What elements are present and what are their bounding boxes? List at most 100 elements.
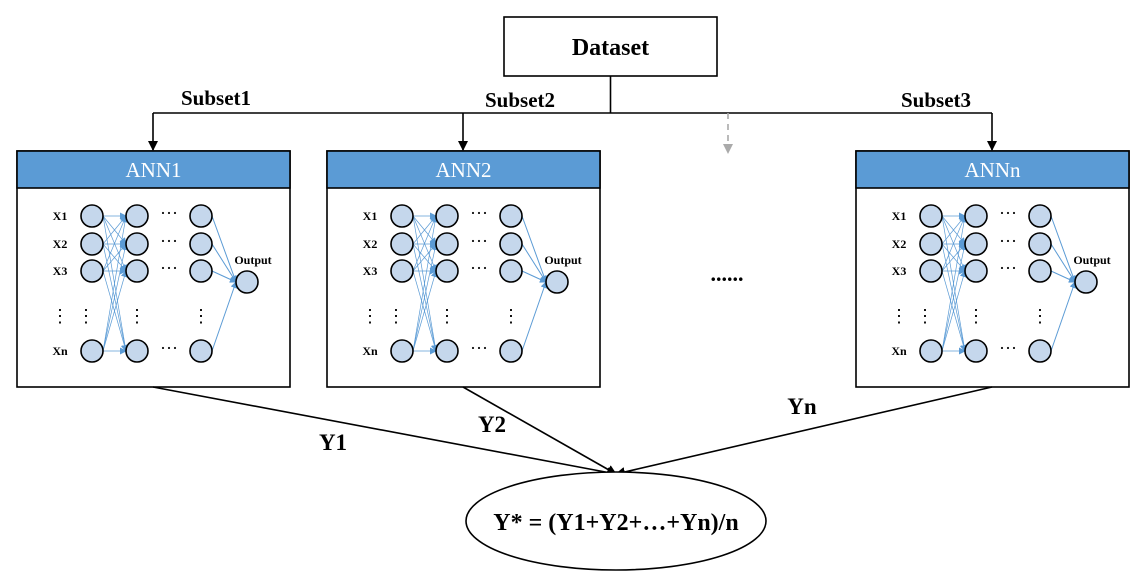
- input-node: [80, 259, 104, 283]
- layer-ellipsis: ···: [470, 338, 488, 358]
- input-label: X3: [892, 264, 907, 278]
- output-node: [1074, 270, 1098, 294]
- hidden-node: [499, 339, 523, 363]
- subset3-label: Subset3: [901, 88, 971, 112]
- input-node: [390, 204, 414, 228]
- vertical-ellipsis: ⋮: [361, 306, 379, 326]
- vertical-ellipsis: ⋮: [192, 306, 210, 326]
- vertical-ellipsis: ⋮: [916, 306, 934, 326]
- vertical-ellipsis: ⋮: [77, 306, 95, 326]
- input-node: [390, 339, 414, 363]
- layer-ellipsis: ···: [160, 203, 178, 223]
- layer-ellipsis: ···: [160, 258, 178, 278]
- ann2-header: [326, 150, 601, 189]
- ann1-title: ANN1: [126, 158, 182, 182]
- layer-ellipsis: ···: [470, 258, 488, 278]
- ann1-header: [16, 150, 291, 189]
- hidden-node: [435, 339, 459, 363]
- dataset-label: Dataset: [572, 35, 649, 61]
- output-label: Output: [1073, 253, 1110, 267]
- y1-line: [152, 386, 617, 478]
- hidden-node: [189, 339, 213, 363]
- vertical-ellipsis: ⋮: [51, 306, 69, 326]
- layer-ellipsis: ···: [999, 231, 1017, 251]
- vertical-ellipsis: ⋮: [890, 306, 908, 326]
- input-node: [80, 204, 104, 228]
- hidden-node: [189, 204, 213, 228]
- ann2-title: ANN2: [436, 158, 492, 182]
- input-node: [919, 259, 943, 283]
- hidden-node: [964, 339, 988, 363]
- hidden-node: [1028, 259, 1052, 283]
- subset1-label: Subset1: [181, 86, 251, 110]
- yn-label: Yn: [787, 394, 817, 419]
- vertical-ellipsis: ⋮: [967, 306, 985, 326]
- hidden-node: [1028, 339, 1052, 363]
- yn-line: [615, 386, 993, 477]
- y1-label: Y1: [319, 430, 347, 455]
- y2-label: Y2: [478, 412, 506, 437]
- input-node: [80, 339, 104, 363]
- vertical-ellipsis: ⋮: [387, 306, 405, 326]
- input-label: X2: [892, 237, 907, 251]
- layer-ellipsis: ···: [999, 338, 1017, 358]
- hidden-node: [189, 259, 213, 283]
- hidden-node: [499, 259, 523, 283]
- layer-ellipsis: ···: [470, 203, 488, 223]
- formula-text: Y* = (Y1+Y2+…+Yn)/n: [493, 510, 738, 536]
- vertical-ellipsis: ⋮: [502, 306, 520, 326]
- hidden-node: [125, 259, 149, 283]
- vertical-ellipsis: ⋮: [438, 306, 456, 326]
- hidden-node: [964, 232, 988, 256]
- output-label: Output: [544, 253, 581, 267]
- annn-connections: [941, 212, 1077, 355]
- aggregation-ellipse: Y* = (Y1+Y2+…+Yn)/n: [465, 471, 767, 571]
- input-node: [919, 232, 943, 256]
- vertical-ellipsis: ⋮: [1031, 306, 1049, 326]
- subset2-label: Subset2: [485, 88, 555, 112]
- subset-distribution-lines: [148, 76, 997, 154]
- input-label: Xn: [362, 344, 378, 358]
- dataset-box: Dataset: [503, 16, 718, 77]
- layer-ellipsis: ···: [160, 338, 178, 358]
- hidden-node: [435, 204, 459, 228]
- input-node: [919, 204, 943, 228]
- input-label: X3: [363, 264, 378, 278]
- hidden-node: [435, 232, 459, 256]
- hidden-node: [1028, 232, 1052, 256]
- input-label: X1: [53, 209, 68, 223]
- hidden-node: [125, 339, 149, 363]
- annn-header: [855, 150, 1130, 189]
- input-label: Xn: [52, 344, 68, 358]
- output-label: Output: [234, 253, 271, 267]
- ann1-connections: [102, 212, 238, 355]
- hidden-node: [125, 232, 149, 256]
- output-node: [235, 270, 259, 294]
- input-label: X1: [892, 209, 907, 223]
- vertical-ellipsis: ⋮: [128, 306, 146, 326]
- hidden-node: [435, 259, 459, 283]
- hidden-node: [499, 204, 523, 228]
- hidden-node: [125, 204, 149, 228]
- input-label: X3: [53, 264, 68, 278]
- input-node: [919, 339, 943, 363]
- output-lines: [152, 386, 993, 478]
- layer-ellipsis: ···: [470, 231, 488, 251]
- input-label: Xn: [891, 344, 907, 358]
- input-label: X2: [363, 237, 378, 251]
- layer-ellipsis: ···: [999, 203, 1017, 223]
- input-label: X2: [53, 237, 68, 251]
- hidden-node: [964, 259, 988, 283]
- input-node: [390, 259, 414, 283]
- ann2-connections: [412, 212, 548, 355]
- input-node: [80, 232, 104, 256]
- hidden-node: [189, 232, 213, 256]
- hidden-node: [964, 204, 988, 228]
- hidden-node: [1028, 204, 1052, 228]
- input-label: X1: [363, 209, 378, 223]
- hidden-node: [499, 232, 523, 256]
